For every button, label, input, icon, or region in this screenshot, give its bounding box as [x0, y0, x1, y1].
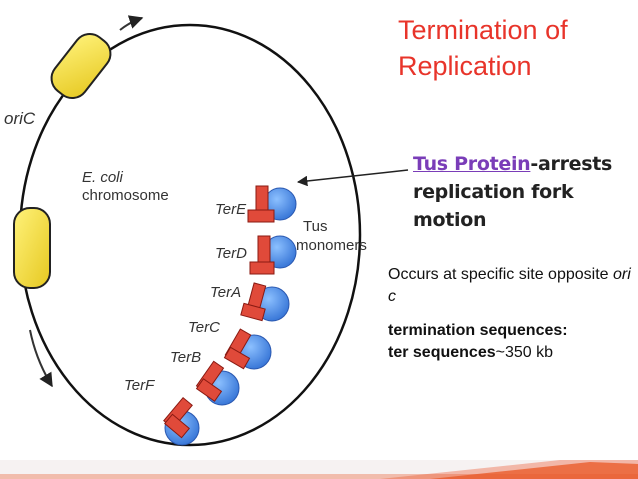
- ter-site-e: [247, 185, 275, 223]
- tus-protein-link[interactable]: Tus Protein: [413, 153, 531, 175]
- occurs-text: Occurs at specific site opposite ori c: [388, 264, 633, 308]
- ter-label-a: TerA: [210, 284, 241, 301]
- chromosome-label-line2: chromosome: [82, 187, 169, 204]
- ter-label-d: TerD: [215, 245, 247, 262]
- slide-title-line2: Replication: [398, 51, 532, 81]
- ter-label-e: TerE: [215, 201, 247, 218]
- ter-label-c: TerC: [188, 319, 220, 336]
- replisome-top: [50, 32, 112, 100]
- ter-site-a: [240, 282, 267, 322]
- ter-label-f: TerF: [124, 377, 155, 394]
- seq-size: ~350 kb: [495, 344, 553, 361]
- occurs-oric: ori c: [388, 266, 631, 305]
- tus-monomers-label-line2: monomers: [296, 237, 367, 254]
- chromosome-label-line1: E. coli: [82, 169, 124, 186]
- footer-decoration: [0, 460, 638, 479]
- ter-label-b: TerB: [170, 349, 201, 366]
- ter-site-c: [223, 328, 252, 370]
- ter-site-b: [195, 360, 225, 402]
- ter-sequences-text: termination sequences: ter sequences~350…: [388, 320, 638, 364]
- seq-ter: ter sequences: [388, 344, 496, 361]
- pointer-arrow: [296, 169, 409, 187]
- tus-protein-text: Tus Protein-arrests replication fork mot…: [413, 150, 633, 234]
- tus-monomers-label-line1: Tus: [303, 218, 327, 235]
- ter-site-f: [163, 396, 193, 439]
- replisome-left: [13, 207, 51, 289]
- fork-arrow-top: [119, 15, 144, 31]
- occurs-main: Occurs at specific site opposite: [388, 266, 613, 283]
- fork-arrow-bottom: [29, 329, 53, 388]
- tus-protein-description: -arrests replication fork motion: [413, 153, 613, 231]
- slide-title: Termination of Replication: [398, 12, 628, 84]
- slide-title-line1: Termination of: [398, 15, 568, 45]
- seq-termination: termination sequences:: [388, 322, 568, 339]
- oric-label: oriC: [4, 109, 36, 128]
- ter-site-d: [249, 235, 275, 275]
